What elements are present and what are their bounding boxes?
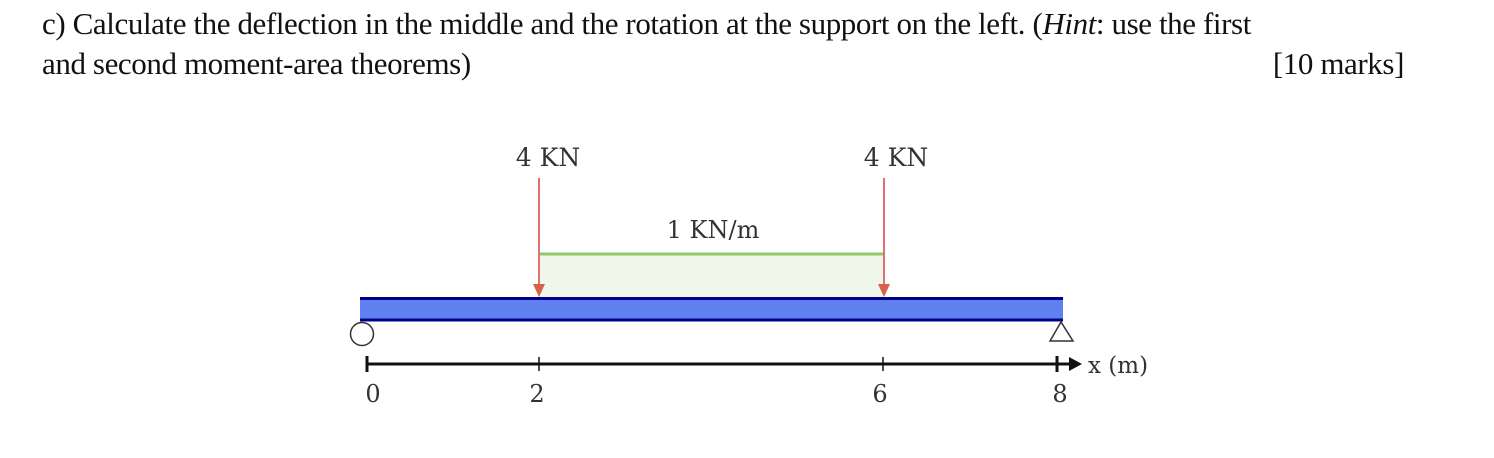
- question-line-2: and second moment-area theorems) [10 mar…: [42, 44, 1404, 84]
- question-text: c) Calculate the deflection in the middl…: [42, 4, 1404, 84]
- x-axis: 0 2 6 8 x (m): [365, 353, 1148, 408]
- question-line-1: c) Calculate the deflection in the middl…: [42, 4, 1404, 44]
- distributed-load: 1 KN/m: [539, 216, 884, 298]
- udl-area: [539, 254, 884, 298]
- point-load-right: 4 KN: [864, 143, 928, 297]
- point-load-label: 4 KN: [864, 143, 928, 172]
- point-load-left: 4 KN: [516, 143, 580, 297]
- arrow-down-icon: [533, 284, 545, 297]
- tick-label-8: 8: [1052, 380, 1067, 408]
- tick-label-2: 2: [529, 380, 544, 408]
- tick-label-6: 6: [872, 380, 887, 408]
- question-suffix: : use the first: [1095, 6, 1251, 41]
- beam-body: [360, 298, 1063, 320]
- arrow-right-icon: [1069, 357, 1082, 371]
- tick-label-0: 0: [365, 380, 380, 408]
- point-load-label: 4 KN: [516, 143, 580, 172]
- pin-support-icon: [1048, 320, 1075, 342]
- roller-support-icon: [349, 321, 375, 347]
- beam: [360, 297, 1063, 322]
- question-line-2-text: and second moment-area theorems): [42, 46, 471, 81]
- arrow-down-icon: [878, 284, 890, 297]
- hint-word: Hint: [1042, 6, 1096, 41]
- axis-label: x (m): [1088, 353, 1148, 379]
- udl-label: 1 KN/m: [667, 216, 760, 244]
- question-prefix: c) Calculate the deflection in the middl…: [42, 6, 1043, 41]
- marks-label: [10 marks]: [1272, 46, 1405, 81]
